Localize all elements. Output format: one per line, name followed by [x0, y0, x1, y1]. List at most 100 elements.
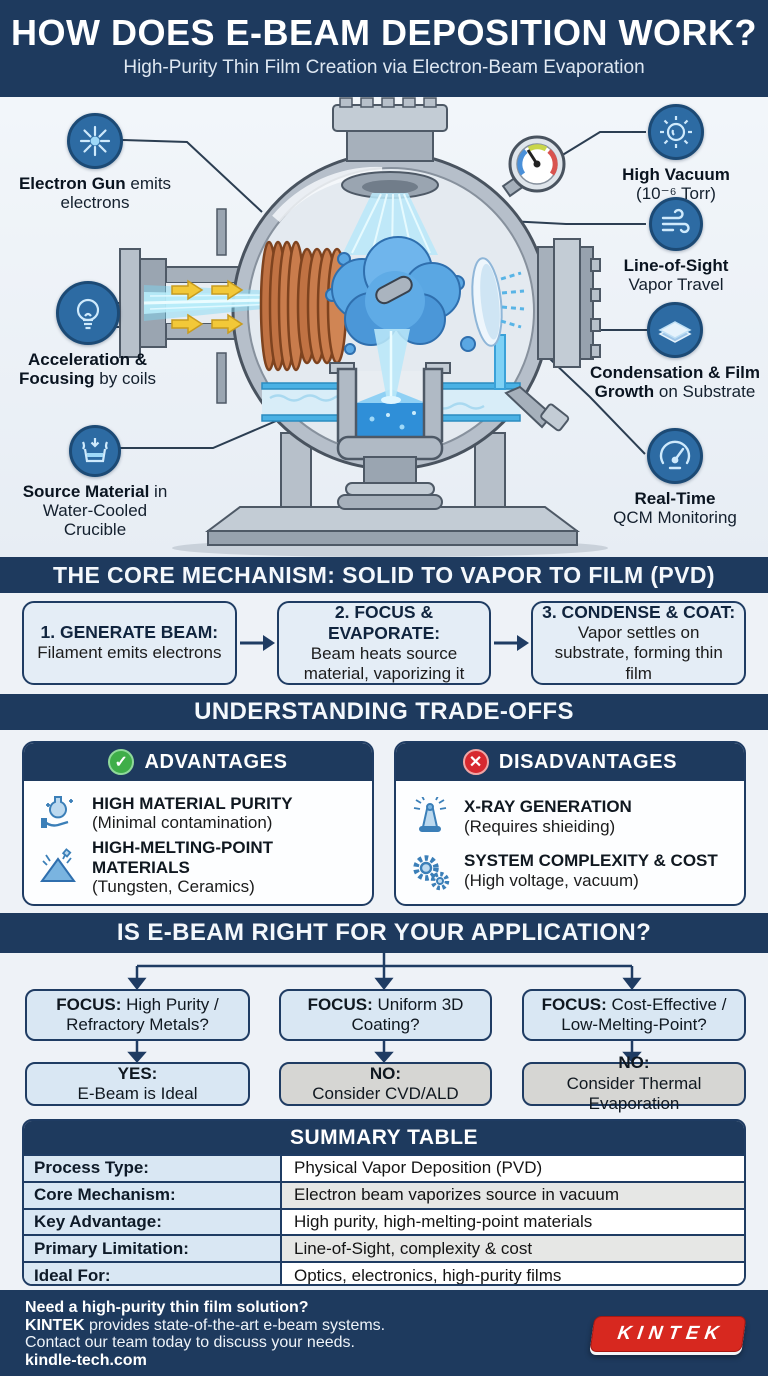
drain-pipe [504, 385, 570, 432]
callout-label: Condensation & Film Growth on Substrate [590, 363, 760, 402]
focus-box-purity: FOCUS: High Purity / Refractory Metals? [25, 989, 250, 1041]
item-title: HIGH-MELTING-POINT MATERIALS [92, 838, 273, 877]
substrate [471, 257, 525, 390]
summary-table: SUMMARY TABLE Process Type: Physical Vap… [22, 1119, 746, 1286]
advantage-text: HIGH MATERIAL PURITY (Minimal contaminat… [92, 794, 293, 833]
mechanism-steps: 1. GENERATE BEAM: Filament emits electro… [22, 601, 747, 685]
advantage-item: HIGH-MELTING-POINT MATERIALS (Tungsten, … [36, 838, 360, 897]
footer: Need a high-purity thin film solution? K… [0, 1290, 768, 1376]
vapor-cloud [325, 236, 476, 355]
disadvantage-item: SYSTEM COMPLEXITY & COST (High voltage, … [408, 849, 732, 893]
row-value: High purity, high-melting-point material… [282, 1209, 744, 1235]
header: HOW DOES E-BEAM DEPOSITION WORK? High-Pu… [0, 0, 768, 97]
bulb-icon [55, 281, 120, 345]
callout-label: Source Material in Water-Cooled Crucible [22, 482, 168, 540]
page-subtitle: High-Purity Thin Film Creation via Elect… [123, 56, 645, 78]
callout-electron-gun: Electron Gun emits electrons [0, 113, 190, 212]
step-title: 3. CONDENSE & COAT: [542, 601, 736, 622]
answer-box-yes-ebeam: YES:E-Beam is Ideal [25, 1062, 250, 1106]
kintek-logo: KINTEK [589, 1316, 747, 1352]
advantages-card: ✓ ADVANTAGES HIGH MATERIAL PURITY (Minim… [22, 741, 374, 906]
item-desc: (Requires shieiding) [464, 817, 616, 836]
item-desc: (High voltage, vacuum) [464, 871, 639, 890]
row-label: Process Type: [24, 1156, 282, 1181]
disadvantages-header: ✕ DISADVANTAGES [396, 743, 744, 781]
mechanism-banner: THE CORE MECHANISM: SOLID TO VAPOR TO FI… [0, 557, 768, 593]
melting-mound-icon [36, 845, 80, 889]
footer-website: kindle-tech.com [25, 1351, 147, 1369]
callout-label: High Vacuum(10⁻⁶ Torr) [622, 165, 730, 204]
row-value: Physical Vapor Deposition (PVD) [282, 1156, 744, 1181]
table-row: Process Type: Physical Vapor Deposition … [24, 1154, 744, 1181]
down-arrow-icon [127, 1041, 147, 1062]
chamber-scene-art [104, 97, 647, 557]
step-condense-coat: 3. CONDENSE & COAT: Vapor settles on sub… [531, 601, 747, 685]
wind-icon [649, 197, 703, 251]
focus-box-3d-coating: FOCUS: Uniform 3D Coating? [279, 989, 492, 1041]
step-focus-evaporate: 2. FOCUS & EVAPORATE: Beam heats source … [276, 601, 492, 685]
step-desc: Vapor settles on substrate, forming thin… [554, 622, 723, 683]
row-label: Key Advantage: [24, 1209, 282, 1235]
footer-line-1: Need a high-purity thin film solution? [25, 1299, 309, 1316]
callout-label: Electron Gun emits electrons [18, 174, 172, 213]
disadvantages-title: DISADVANTAGES [498, 750, 678, 773]
advantage-item: HIGH MATERIAL PURITY (Minimal contaminat… [36, 791, 360, 835]
advantage-text: HIGH-MELTING-POINT MATERIALS (Tungsten, … [92, 838, 360, 897]
table-row: Key Advantage: High purity, high-melting… [24, 1207, 744, 1235]
item-desc: (Minimal contamination) [92, 813, 273, 833]
row-value: Electron beam vaporizes source in vacuum [282, 1182, 744, 1208]
table-row: Ideal For: Optics, electronics, high-pur… [24, 1261, 744, 1284]
application-banner: IS E-BEAM RIGHT FOR YOUR APPLICATION? [0, 913, 768, 953]
gauge-icon [647, 428, 703, 484]
disadvantage-text: SYSTEM COMPLEXITY & COST (High voltage, … [464, 851, 718, 890]
disadvantages-body: X-RAY GENERATION (Requires shieiding) SY… [396, 781, 744, 904]
top-flange [332, 97, 448, 199]
beam-direction-arrows [171, 279, 244, 335]
page-title: HOW DOES E-BEAM DEPOSITION WORK? [10, 12, 757, 53]
summary-table-title: SUMMARY TABLE [24, 1121, 744, 1154]
step-title: 1. GENERATE BEAM: [40, 622, 219, 643]
advantages-body: HIGH MATERIAL PURITY (Minimal contaminat… [24, 781, 372, 904]
row-value: Line-of-Sight, complexity & cost [282, 1236, 744, 1262]
step-arrow-icon [491, 601, 531, 685]
right-viewport [537, 238, 601, 368]
step-arrow-icon [237, 601, 277, 685]
footer-line-3: Contact our team today to discuss your n… [25, 1334, 355, 1351]
footer-line-2: KINTEK provides state-of-the-art e-beam … [25, 1316, 386, 1334]
flask-hand-icon [36, 791, 80, 835]
crucible [329, 329, 451, 510]
focus-box-cost: FOCUS: Cost-Effective / Low-Melting-Poin… [522, 989, 746, 1041]
disadvantage-text: X-RAY GENERATION (Requires shieiding) [464, 797, 632, 836]
vacuum-sun-icon [648, 104, 704, 160]
answer-box-thermal: NO:Consider Thermal Evaporation [522, 1053, 746, 1113]
pressure-gauge [501, 135, 566, 198]
answer-box-cvd-ald: NO:Consider CVD/ALD [279, 1062, 492, 1106]
check-icon: ✓ [108, 749, 135, 775]
item-title: X-RAY GENERATION [464, 797, 632, 817]
step-generate-beam: 1. GENERATE BEAM: Filament emits electro… [22, 601, 237, 685]
decision-tree-lines [127, 953, 642, 989]
step-title: 2. FOCUS & EVAPORATE: [327, 601, 441, 643]
callout-source-material: Source Material in Water-Cooled Crucible [10, 425, 180, 539]
row-label: Primary Limitation: [24, 1236, 282, 1262]
table-row: Primary Limitation: Line-of-Sight, compl… [24, 1234, 744, 1262]
callout-acceleration: Acceleration & Focusing by coils [10, 281, 165, 388]
step-desc: Beam heats source material, vaporizing i… [303, 643, 465, 683]
disadvantage-item: X-RAY GENERATION (Requires shieiding) [408, 795, 732, 839]
callout-label: Acceleration & Focusing by coils [19, 350, 156, 389]
tradeoffs-cards: ✓ ADVANTAGES HIGH MATERIAL PURITY (Minim… [22, 741, 746, 906]
chamber-diagram: Electron Gun emits electrons Acceleratio… [0, 97, 768, 557]
item-title: HIGH MATERIAL PURITY [92, 793, 293, 813]
step-desc: Filament emits electrons [37, 643, 222, 663]
xray-beacon-icon [408, 795, 452, 839]
table-row: Core Mechanism: Electron beam vaporizes … [24, 1180, 744, 1208]
x-icon: ✕ [462, 749, 489, 775]
down-arrow-icon [374, 1041, 394, 1062]
row-label: Ideal For: [24, 1263, 282, 1284]
item-title: SYSTEM COMPLEXITY & COST [464, 851, 718, 871]
callout-high-vacuum: High Vacuum(10⁻⁶ Torr) [586, 104, 766, 203]
